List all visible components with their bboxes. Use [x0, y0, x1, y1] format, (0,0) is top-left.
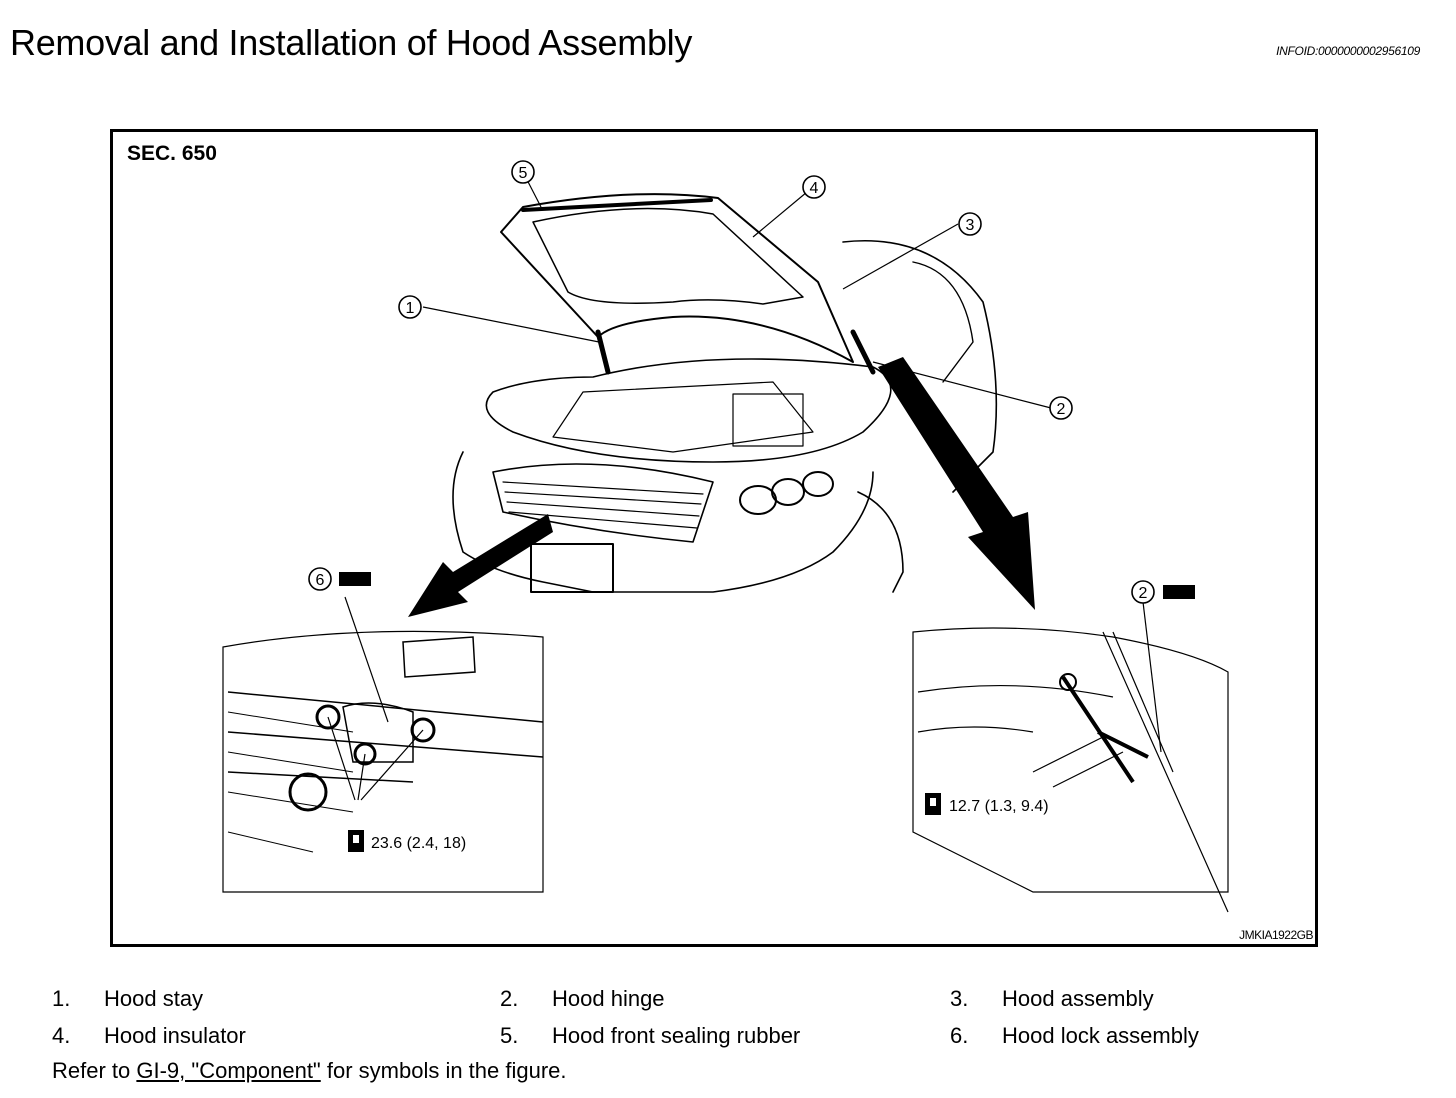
- figure-code: JMKIA1922GB: [1239, 928, 1313, 942]
- symbols-note: Refer to GI-9, "Component" for symbols i…: [52, 1058, 567, 1083]
- torque-left: 23.6 (2.4, 18): [371, 835, 466, 852]
- torque-right: 12.7 (1.3, 9.4): [949, 798, 1049, 815]
- callout-1: 1: [406, 300, 415, 317]
- torque-wrench-icon: [348, 793, 941, 852]
- callout-2: 2: [1057, 401, 1066, 418]
- callout-4: 4: [810, 180, 819, 197]
- callout-5: 5: [519, 165, 528, 182]
- info-id: INFOID:0000000002956109: [1276, 44, 1420, 58]
- callout-2-inset: 2: [1139, 585, 1148, 602]
- removal-symbol-icon: [339, 572, 1195, 599]
- callout-6: 6: [316, 572, 325, 589]
- callout-3: 3: [966, 217, 975, 234]
- section-label: SEC. 650: [127, 142, 217, 165]
- hood-assembly-figure: SEC. 650: [110, 129, 1318, 947]
- component-link[interactable]: GI-9, "Component": [136, 1058, 321, 1083]
- hood-illustration: 1 2 3 4 5 6 2 23.6 (2.4, 18) 12.7 (1.3, …: [222, 160, 1229, 913]
- page-title: Removal and Installation of Hood Assembl…: [10, 22, 693, 63]
